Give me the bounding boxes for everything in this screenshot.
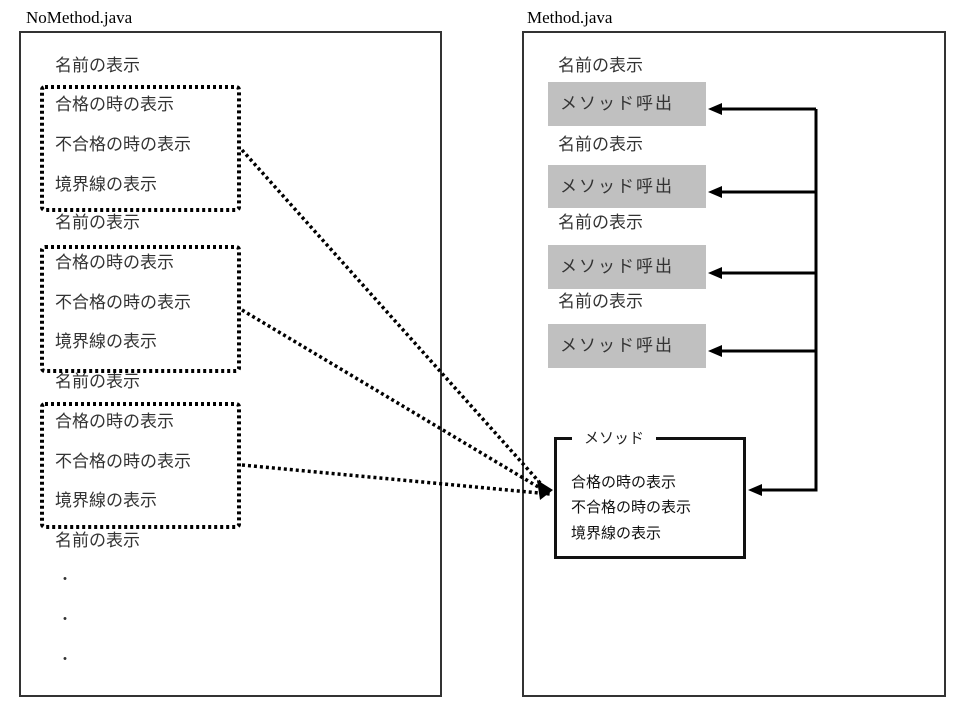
- name-display-label: 名前の表示: [558, 56, 643, 76]
- dotted-arrow: [241, 308, 551, 496]
- group3-line: 不合格の時の表示: [55, 452, 191, 472]
- arrowhead: [708, 267, 722, 279]
- group3-line: 合格の時の表示: [55, 412, 174, 432]
- dotted-group-box: [40, 85, 241, 212]
- method-line: 合格の時の表示: [571, 473, 677, 491]
- method-call-box: メソッド呼出: [548, 324, 706, 368]
- dotted-group-box: [40, 402, 241, 529]
- arrowhead: [708, 103, 722, 115]
- arrowhead: [708, 186, 722, 198]
- arrowhead: [537, 480, 553, 500]
- group1-line: 合格の時の表示: [55, 95, 174, 115]
- ellipsis-dot: ・: [58, 612, 72, 628]
- dotted-arrow: [241, 463, 551, 496]
- method-line: 境界線の表示: [571, 524, 662, 542]
- nomethod-title: NoMethod.java: [26, 8, 133, 27]
- group2-line: 境界線の表示: [55, 332, 157, 352]
- name-display-label: 名前の表示: [55, 56, 140, 76]
- name-display-label: 名前の表示: [55, 372, 140, 392]
- group1-line: 境界線の表示: [55, 175, 157, 195]
- method-box-title: メソッド: [572, 430, 657, 446]
- method-definition-box: [554, 437, 746, 559]
- ellipsis-dot: ・: [58, 572, 72, 588]
- ellipsis-dot: ・: [58, 652, 72, 668]
- method-call-box: メソッド呼出: [548, 165, 706, 208]
- arrowhead: [708, 345, 722, 357]
- name-display-label: 名前の表示: [558, 292, 643, 312]
- method-call-box: メソッド呼出: [548, 245, 706, 289]
- name-display-label: 名前の表示: [558, 213, 643, 233]
- name-display-label: 名前の表示: [55, 213, 140, 233]
- group2-line: 不合格の時の表示: [55, 293, 191, 313]
- nomethod-panel: [19, 31, 442, 697]
- method-call-box: メソッド呼出: [548, 82, 706, 126]
- dotted-arrow: [240, 148, 552, 496]
- method-title: Method.java: [527, 8, 613, 27]
- name-display-label: 名前の表示: [558, 135, 643, 155]
- group2-line: 合格の時の表示: [55, 253, 174, 273]
- group1-line: 不合格の時の表示: [55, 135, 191, 155]
- dotted-group-box: [40, 245, 241, 373]
- name-display-label: 名前の表示: [55, 531, 140, 551]
- arrowhead: [748, 484, 762, 496]
- group3-line: 境界線の表示: [55, 491, 157, 511]
- call-connector: [755, 109, 818, 492]
- method-line: 不合格の時の表示: [571, 498, 692, 516]
